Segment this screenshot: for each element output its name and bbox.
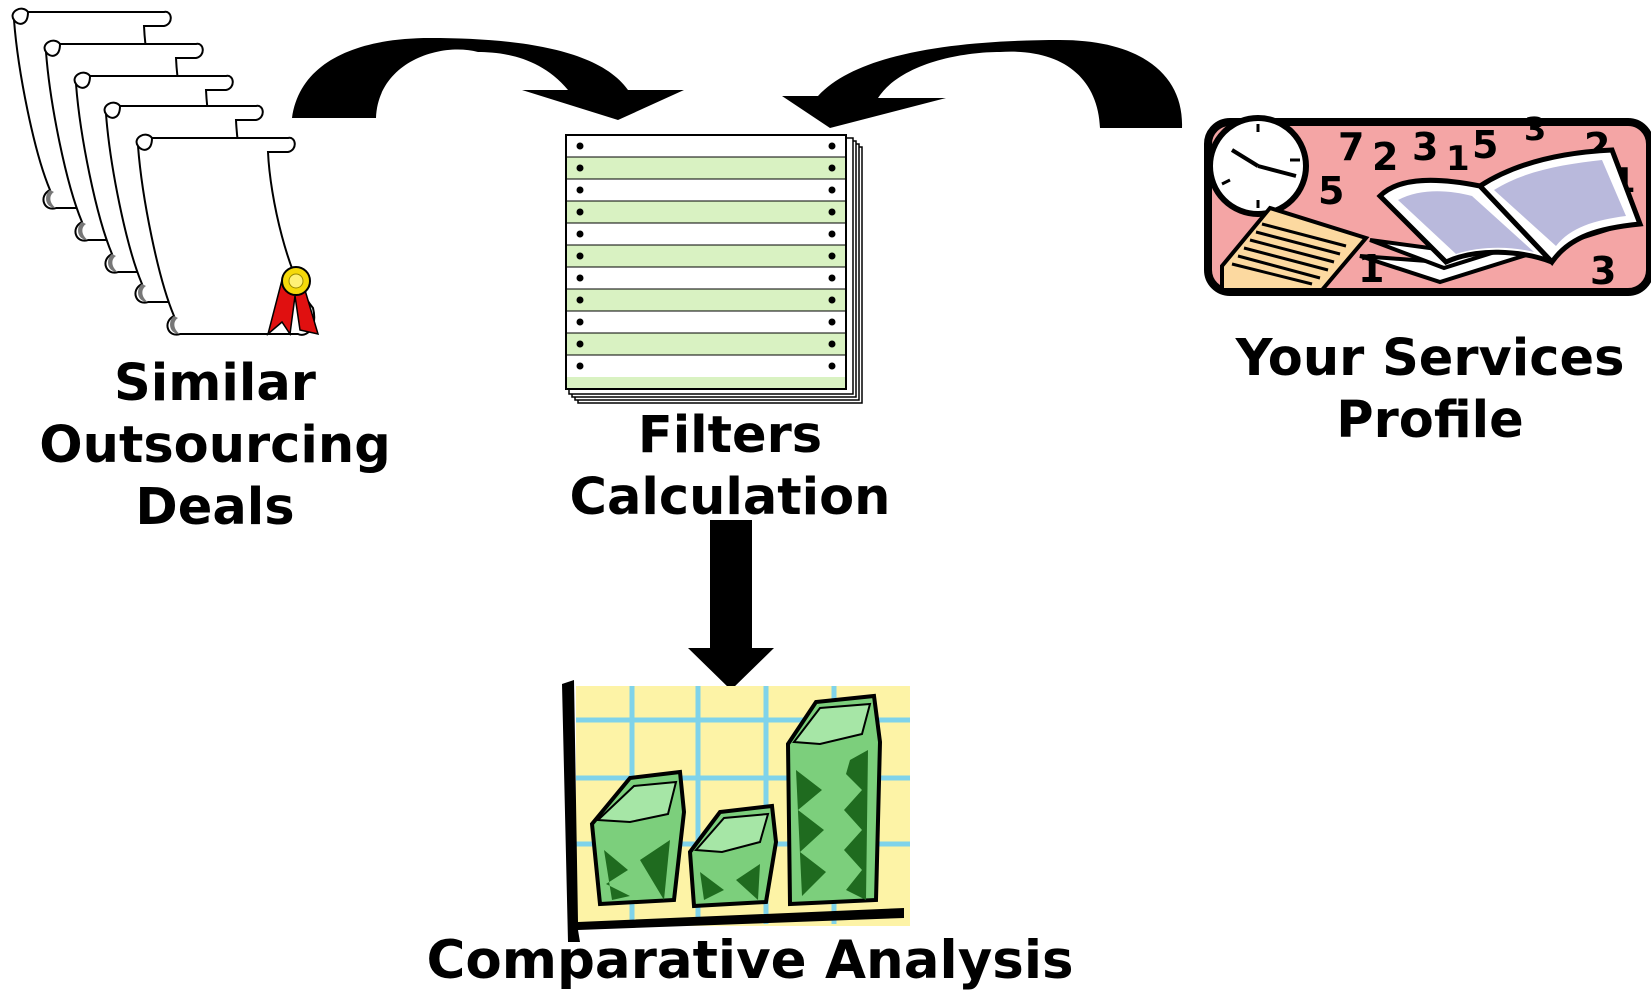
label-similar-outsourcing-deals: Similar Outsourcing Deals — [20, 353, 410, 539]
arrow-filters-to-analysis-icon — [688, 520, 774, 690]
money-chart-icon — [562, 680, 910, 942]
label-comparative-analysis: Comparative Analysis — [380, 930, 1120, 992]
money-bar — [785, 693, 883, 907]
ribbon-seal-icon — [266, 266, 320, 337]
money-bar — [589, 769, 687, 907]
open-book-icon — [1359, 147, 1644, 285]
money-bar — [687, 803, 779, 909]
services-profile-icon: 7 2 3 1 5 3 2 1 5 1 3 — [1204, 110, 1651, 296]
digit: 3 — [1412, 125, 1438, 169]
document-icon — [1220, 205, 1370, 292]
label-line: Deals — [135, 478, 295, 537]
arrow-profile-to-filters-icon — [782, 40, 1183, 128]
digit: 3 — [1590, 249, 1616, 293]
label-your-services-profile: Your Services Profile — [1205, 328, 1651, 452]
label-line: Profile — [1336, 391, 1524, 450]
digit: 1 — [1446, 139, 1470, 179]
label-line: Calculation — [569, 468, 891, 527]
label-line: Your Services — [1235, 329, 1625, 388]
label-line: Similar — [114, 354, 316, 413]
label-filters-calculation: Filters Calculation — [540, 405, 920, 529]
clock-icon — [1207, 115, 1309, 217]
arrow-deals-to-filters-icon — [292, 38, 684, 120]
digit: 7 — [1338, 125, 1364, 169]
striped-paper-stack-icon — [565, 134, 863, 404]
label-line: Comparative Analysis — [426, 930, 1074, 991]
digit: 1 — [1358, 247, 1384, 291]
digit: 3 — [1524, 110, 1546, 148]
digit: 2 — [1372, 135, 1398, 179]
scroll-stack-icon — [11, 7, 320, 337]
label-line: Filters — [637, 406, 823, 465]
digit: 5 — [1318, 169, 1344, 213]
label-line: Outsourcing — [39, 416, 391, 475]
digit: 5 — [1472, 123, 1498, 167]
